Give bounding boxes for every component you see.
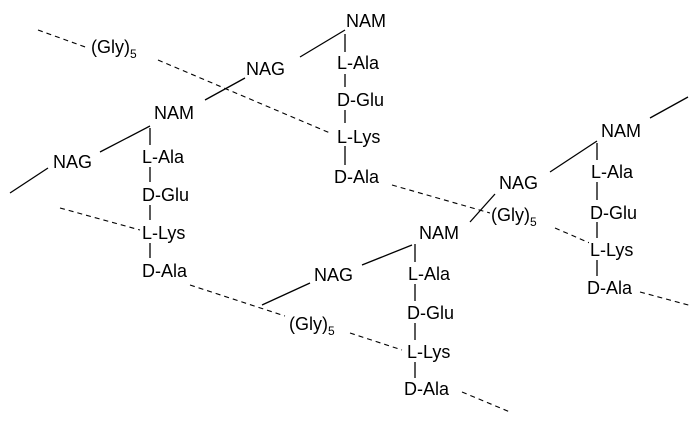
- peptide-l-ala-label: L-Ala: [590, 162, 635, 182]
- crossbridge-line: [461, 391, 511, 413]
- peptide-l-ala-label: L-Ala: [336, 53, 381, 73]
- pentaglycine-bridge-label: (Gly)5: [288, 314, 336, 338]
- peptide-d-glu-label: D-Glu: [141, 185, 191, 205]
- crossbridge-line: [189, 284, 286, 317]
- glycan-backbone-1: [99, 125, 151, 153]
- bridge-subscript: 5: [530, 215, 537, 229]
- nag-label: NAG: [313, 265, 355, 285]
- bridge-main-text: (Gly): [491, 205, 530, 225]
- peptide-d-ala-label: D-Ala: [586, 278, 634, 298]
- glycan-backbone-2: [261, 282, 311, 306]
- bridge-subscript: 5: [328, 324, 335, 338]
- peptide-d-ala-label: D-Ala: [403, 379, 451, 399]
- nag-label: NAG: [52, 152, 94, 172]
- nag-label: NAG: [245, 59, 287, 79]
- crossbridge-line: [349, 332, 403, 351]
- peptide-l-lys-label: L-Lys: [406, 342, 452, 362]
- peptide-d-glu-label: D-Glu: [336, 90, 386, 110]
- bridge-subscript: 5: [130, 47, 137, 61]
- peptide-l-ala-label: L-Ala: [407, 264, 452, 284]
- bridge-main-text: (Gly): [91, 37, 130, 57]
- crossbridge-line: [157, 59, 331, 134]
- peptide-d-ala-label: D-Ala: [333, 167, 381, 187]
- peptide-d-ala-label: D-Ala: [141, 261, 189, 281]
- peptide-l-lys-label: L-Lys: [589, 240, 635, 260]
- nam-label: NAM: [153, 103, 195, 123]
- crossbridge-line: [391, 184, 491, 214]
- nam-label: NAM: [418, 223, 460, 243]
- nam-label: NAM: [345, 11, 387, 31]
- peptide-l-lys-label: L-Lys: [141, 223, 187, 243]
- nag-label: NAG: [498, 173, 540, 193]
- crossbridge-line: [37, 29, 89, 49]
- pentaglycine-bridge-label: (Gly)5: [490, 205, 538, 229]
- pentaglycine-bridge-label: (Gly)5: [90, 37, 138, 61]
- crossbridge-line: [59, 207, 141, 231]
- nam-label: NAM: [600, 121, 642, 141]
- peptide-l-lys-label: L-Lys: [336, 127, 382, 147]
- glycan-backbone-2: [649, 96, 689, 119]
- glycan-backbone-2: [469, 193, 496, 223]
- glycan-backbone-1: [9, 167, 49, 194]
- glycan-backbone-2: [549, 140, 598, 173]
- crossbridge-line: [639, 291, 693, 307]
- glycan-backbone-2: [361, 244, 413, 266]
- crossbridge-line: [554, 227, 593, 245]
- peptide-d-glu-label: D-Glu: [589, 203, 639, 223]
- peptide-l-ala-label: L-Ala: [141, 147, 186, 167]
- glycan-backbone-1: [299, 29, 346, 58]
- bridge-main-text: (Gly): [289, 314, 328, 334]
- peptide-d-glu-label: D-Glu: [406, 303, 456, 323]
